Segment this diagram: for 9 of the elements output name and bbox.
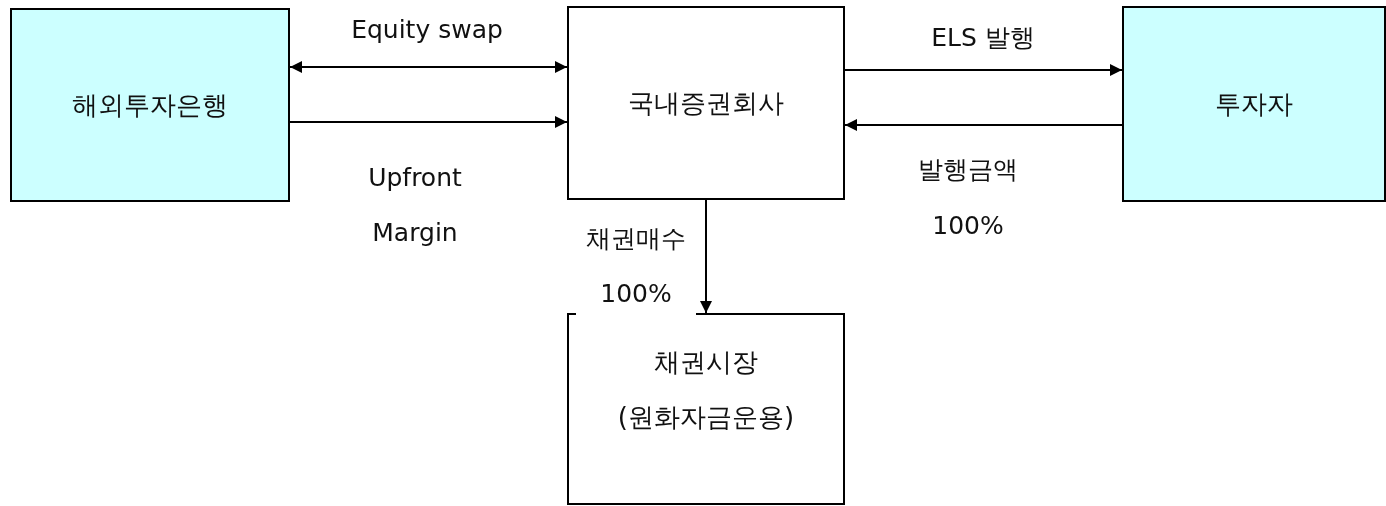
arrow [844,119,1123,131]
entity-box: 해외투자은행 [10,8,290,202]
entity-box: 채권시장 (원화자금운용) [567,313,845,505]
entity-box: 투자자 [1122,6,1386,202]
arrow [289,116,568,128]
arrow [700,199,712,314]
entity-box: 국내증권회사 [567,6,845,200]
arrow [289,61,568,73]
arrow [844,64,1123,76]
